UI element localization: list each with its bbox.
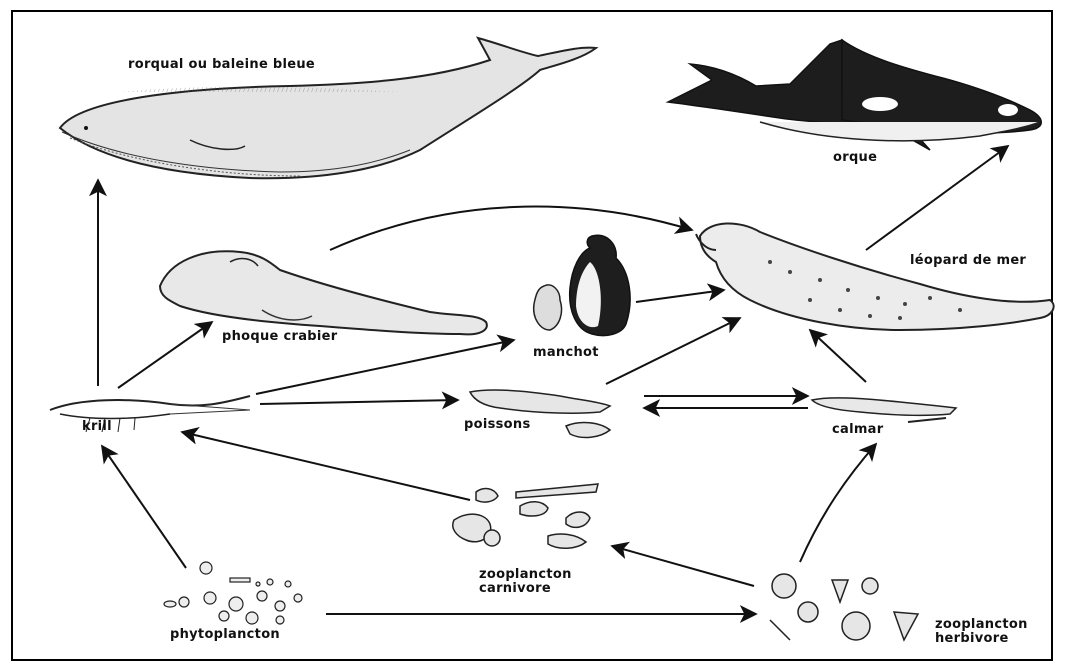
squid-illustration — [812, 398, 956, 422]
arrow-phyto-to-krill — [102, 446, 186, 568]
arrow-krill-to-fish — [260, 400, 458, 404]
arrow-crabeater-to-leopard — [330, 207, 692, 250]
arrow-zooherb-to-zoocarn — [612, 546, 754, 586]
arrow-squid-to-leopard — [810, 330, 866, 382]
zooplankton-carnivore-illustration — [453, 484, 598, 548]
label-penguin: manchot — [533, 346, 599, 360]
label-blue-whale: rorqual ou baleine bleue — [128, 58, 315, 72]
label-crabeater-seal: phoque crabier — [222, 330, 337, 344]
label-leopard-seal: léopard de mer — [910, 254, 1026, 268]
penguin-illustration — [534, 235, 630, 335]
label-phytoplankton: phytoplancton — [170, 628, 280, 642]
label-zooplankton-herbivore-1: zooplancton — [935, 618, 1028, 632]
orca-illustration — [668, 40, 1041, 150]
label-zooplankton-carnivore-2: carnivore — [479, 582, 551, 596]
arrow-fish-to-leopard — [606, 318, 740, 384]
arrow-krill-to-penguin — [256, 340, 514, 394]
label-zooplankton-carnivore-1: zooplancton — [479, 568, 572, 582]
arrow-penguin-to-leopard — [636, 290, 724, 302]
arrow-krill-to-crabeater — [118, 322, 212, 388]
phytoplankton-illustration — [164, 562, 302, 624]
arrow-leopard-to-orca — [866, 146, 1008, 250]
label-squid: calmar — [832, 423, 883, 437]
label-zooplankton-herbivore-2: herbivore — [935, 632, 1009, 646]
arrow-zoocarn-to-krill — [182, 432, 470, 500]
krill-illustration — [50, 396, 250, 432]
label-orca: orque — [833, 151, 877, 165]
zooplankton-herbivore-illustration — [770, 574, 918, 640]
crabeater-seal-illustration — [160, 251, 487, 334]
arrow-zooherb-to-squid — [800, 444, 876, 562]
leopard-seal-illustration — [696, 223, 1054, 330]
label-fish: poissons — [464, 418, 531, 432]
label-krill: krill — [82, 420, 112, 434]
